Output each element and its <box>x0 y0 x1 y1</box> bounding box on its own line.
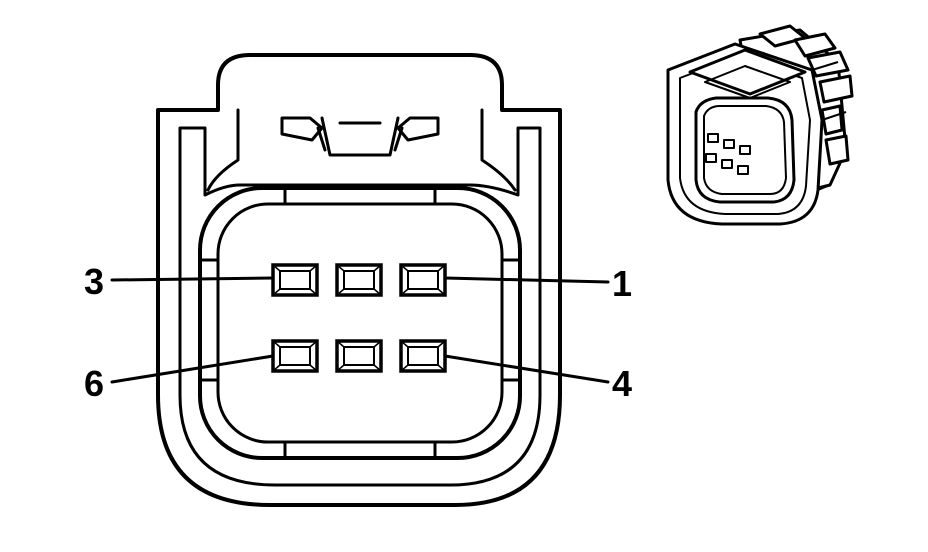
pin-terminal <box>271 339 319 373</box>
pin-cavity-inner <box>216 202 504 444</box>
pin-terminal <box>399 263 447 297</box>
pin-terminal <box>335 339 383 373</box>
housing-inner-outline <box>178 126 542 487</box>
pin-terminal <box>399 339 447 373</box>
connector-isometric-icon <box>666 24 854 226</box>
pin-label-4: 4 <box>612 363 632 404</box>
leader-line-pin-4 <box>443 354 610 384</box>
pin-terminal <box>335 263 383 297</box>
pin-terminal <box>271 263 319 297</box>
pin-label-1: 1 <box>612 263 632 304</box>
leader-line-pin-1 <box>443 276 610 284</box>
latch-icon <box>280 116 440 157</box>
pin-cavity-outer <box>198 186 522 460</box>
housing-outer-outline <box>156 53 562 507</box>
pin-label-6: 6 <box>84 363 104 404</box>
leader-line-pin-3 <box>110 276 275 282</box>
latch-slot <box>206 108 517 192</box>
leader-line-pin-6 <box>110 354 275 384</box>
pin-label-3: 3 <box>84 261 104 302</box>
connector-face-icon <box>156 53 562 507</box>
